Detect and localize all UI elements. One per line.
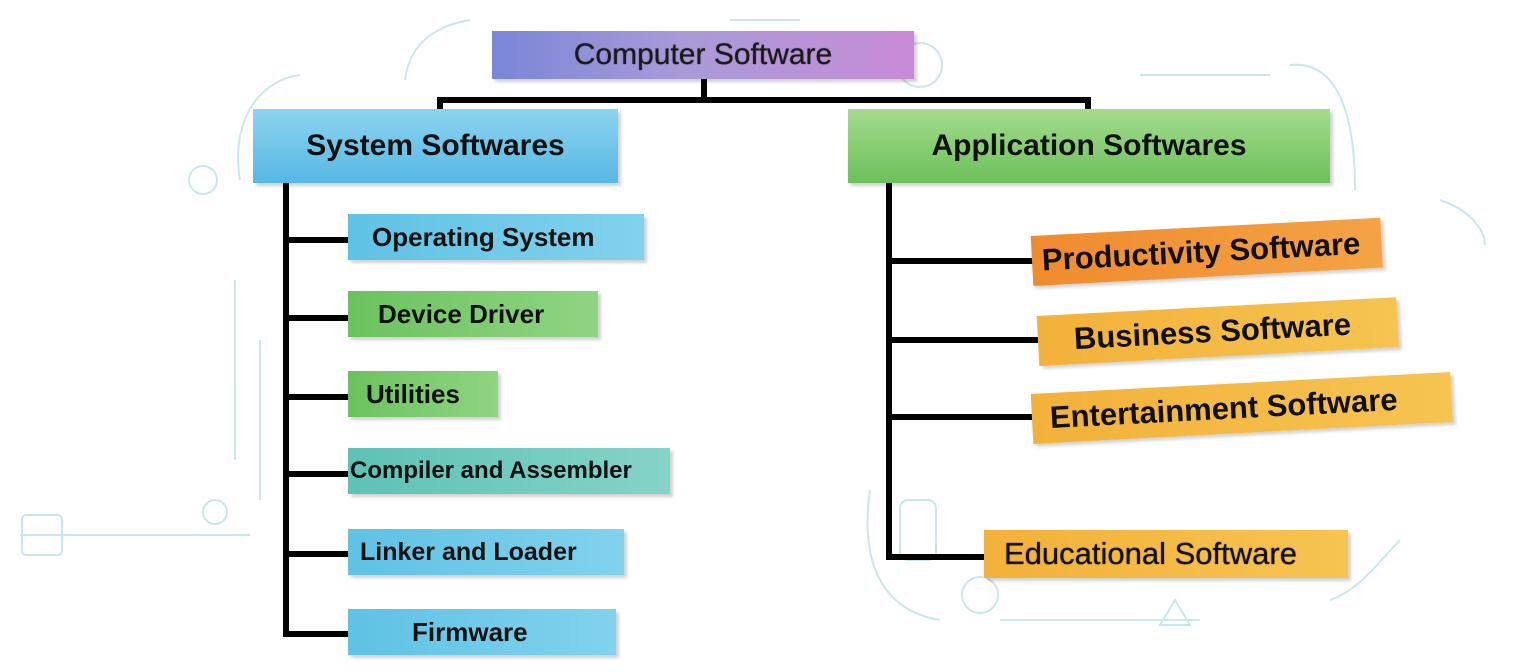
system-item-compiler-and-assembler: Compiler and Assembler [348,448,670,494]
category-label: System Softwares [306,129,565,162]
system-item-linker-and-loader: Linker and Loader [348,529,624,575]
system-item-firmware: Firmware [348,609,616,655]
item-label: Device Driver [378,298,545,329]
root-label: Computer Software [573,38,833,71]
system-item-operating-system: Operating System [348,214,644,260]
item-label: Operating System [372,221,595,252]
category-node-application-softwares: Application Softwares [848,109,1330,183]
item-label: Compiler and Assembler [350,457,632,484]
system-item-utilities: Utilities [348,371,498,417]
item-label: Firmware [412,616,528,647]
item-label: Productivity Software [1041,225,1362,278]
category-node-system-softwares: System Softwares [253,109,618,183]
item-label: Business Software [1073,306,1352,357]
item-label: Utilities [366,378,460,409]
system-item-device-driver: Device Driver [348,291,598,337]
item-label: Linker and Loader [360,537,577,566]
category-label: Application Softwares [931,129,1247,162]
application-item-educational-software: Educational Software [984,530,1348,578]
item-label: Educational Software [1004,536,1297,571]
root-node-computer-software: Computer Software [492,31,914,79]
